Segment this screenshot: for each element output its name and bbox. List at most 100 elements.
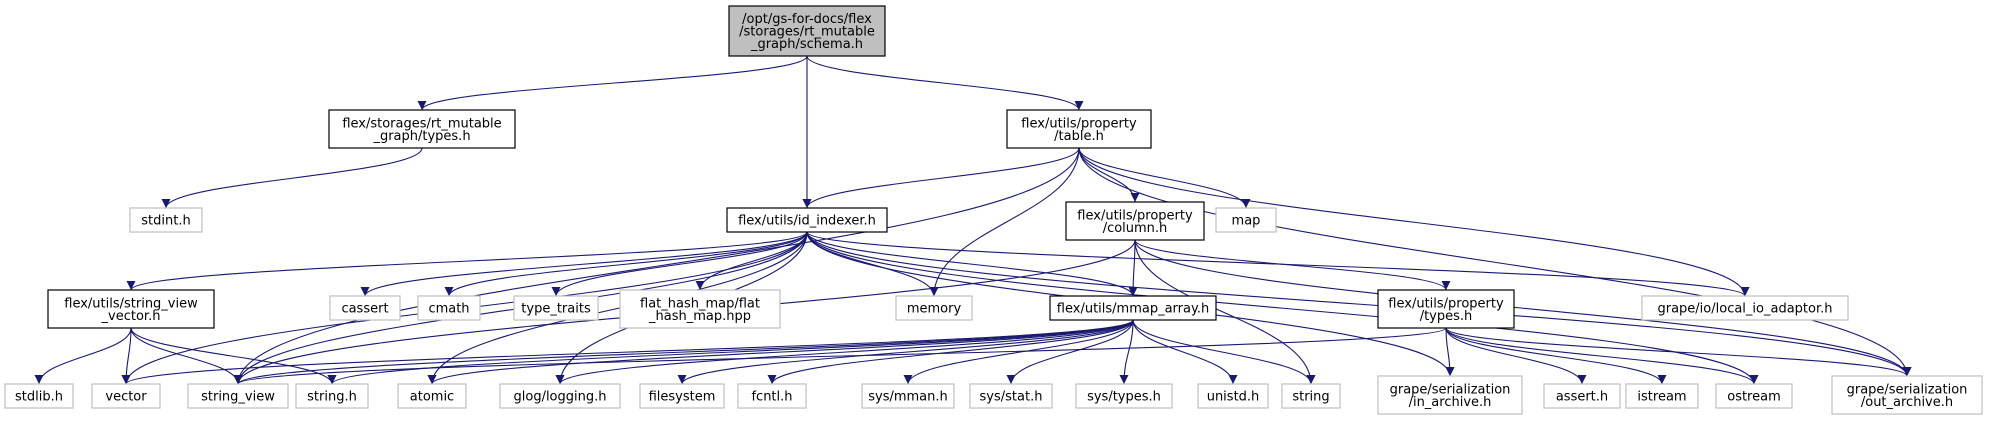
node-box bbox=[726, 207, 888, 233]
edge-line bbox=[1078, 147, 1140, 203]
edge-line bbox=[1132, 319, 1238, 385]
node-label-line: _graph/types.h bbox=[372, 129, 470, 144]
node-sysmman: sys/mman.h bbox=[861, 383, 955, 409]
edge-schema-to-types bbox=[417, 55, 808, 111]
node-label-line: sys/types.h bbox=[1087, 390, 1161, 405]
edge-mmap-to-systypes bbox=[1119, 319, 1134, 385]
node-types[interactable]: flex/storages/rt_mutable_graph/types.h bbox=[328, 109, 516, 149]
edge-line bbox=[1078, 147, 1750, 297]
node-box bbox=[1075, 383, 1173, 409]
node-localio: grape/io/local_io_adaptor.h bbox=[1641, 295, 1849, 321]
edge-line bbox=[1134, 239, 1912, 377]
node-fcntl: fcntl.h bbox=[737, 383, 807, 409]
node-box bbox=[1625, 383, 1699, 409]
edge-line bbox=[903, 319, 1134, 385]
edge-idindexer-to-flathash bbox=[695, 231, 808, 291]
edge-svv-to-stringview bbox=[130, 327, 243, 385]
node-label-line: /out_archive.h bbox=[1861, 395, 1953, 410]
node-svv[interactable]: flex/utils/string_view_vector.h bbox=[47, 289, 215, 329]
edge-idindexer-to-ostream bbox=[806, 231, 1759, 385]
node-mmap[interactable]: flex/utils/mmap_array.h bbox=[1049, 295, 1217, 321]
node-label-line: /in_archive.h bbox=[1409, 395, 1492, 410]
node-cassert: cassert bbox=[329, 295, 401, 321]
edge-line bbox=[427, 319, 1134, 385]
node-vector: vector bbox=[91, 383, 161, 409]
edge-line bbox=[360, 231, 808, 297]
node-label-line: flex/utils/string_view bbox=[64, 296, 198, 311]
node-label-line: flex/utils/id_indexer.h bbox=[738, 214, 876, 229]
edge-mmap-to-sysmman bbox=[903, 319, 1134, 385]
edge-ptypes-to-stringview bbox=[233, 327, 1447, 385]
node-box bbox=[91, 383, 161, 409]
node-label-line: _graph/schema.h bbox=[750, 37, 863, 52]
edge-mmap-to-unistd bbox=[1132, 319, 1238, 385]
node-label-line: grape/serialization bbox=[1390, 382, 1511, 397]
edge-mmap-to-stringh bbox=[327, 319, 1134, 385]
node-map: map bbox=[1215, 207, 1277, 233]
node-box bbox=[1831, 375, 1983, 415]
node-box bbox=[1543, 383, 1621, 409]
edge-line bbox=[233, 327, 1447, 385]
node-inarchive: grape/serialization/in_archive.h bbox=[1377, 375, 1523, 415]
node-cmath: cmath bbox=[417, 295, 481, 321]
node-label-line: _vector.h bbox=[101, 309, 161, 324]
node-label-line: /storages/rt_mutable bbox=[739, 25, 875, 40]
node-idindexer[interactable]: flex/utils/id_indexer.h bbox=[726, 207, 888, 233]
node-label-line: unistd.h bbox=[1207, 390, 1260, 405]
edge-ptypes-to-inarchive bbox=[1445, 327, 1455, 377]
edge-mmap-to-vector bbox=[121, 319, 1134, 385]
node-label-line: flex/utils/property bbox=[1021, 116, 1137, 131]
node-column[interactable]: flex/utils/property/column.h bbox=[1065, 201, 1205, 241]
edge-mmap-to-string bbox=[1132, 319, 1316, 385]
edge-line bbox=[1445, 327, 1759, 385]
node-stdlib: stdlib.h bbox=[4, 383, 74, 409]
edge-line bbox=[1006, 319, 1134, 385]
node-box bbox=[417, 295, 481, 321]
edge-column-to-outarchive bbox=[1134, 239, 1912, 377]
node-label-line: flex/utils/mmap_array.h bbox=[1057, 302, 1209, 317]
node-memory: memory bbox=[895, 295, 973, 321]
node-box bbox=[1377, 375, 1523, 415]
node-label-line: /table.h bbox=[1054, 129, 1104, 144]
node-typetraits: type_traits bbox=[513, 295, 599, 321]
node-box bbox=[513, 295, 599, 321]
edge-line bbox=[417, 55, 808, 111]
node-label-line: string_view bbox=[201, 390, 275, 405]
node-table[interactable]: flex/utils/property/table.h bbox=[1006, 109, 1152, 149]
node-filesystem: filesystem bbox=[639, 383, 725, 409]
edge-column-to-ptypes bbox=[1134, 239, 1451, 291]
node-box bbox=[1215, 207, 1277, 233]
node-label-line: /column.h bbox=[1103, 221, 1168, 236]
edge-line bbox=[444, 231, 808, 297]
node-box bbox=[1049, 295, 1217, 321]
edge-table-to-outarchive bbox=[1078, 147, 1912, 377]
edge-table-to-idindexer bbox=[802, 147, 1080, 209]
edge-line bbox=[695, 231, 808, 291]
edge-mmap-to-stringview bbox=[233, 319, 1134, 385]
edge-svv-to-stringh bbox=[130, 327, 337, 385]
node-label-line: ostream bbox=[1727, 390, 1781, 405]
edge-idindexer-to-cmath bbox=[444, 231, 808, 297]
edge-line bbox=[233, 319, 1134, 385]
node-stdint: stdint.h bbox=[129, 207, 203, 233]
edge-line bbox=[767, 319, 1134, 385]
node-unistd: unistd.h bbox=[1197, 383, 1269, 409]
edge-column-to-string bbox=[1134, 239, 1316, 385]
node-label-line: glog/logging.h bbox=[514, 390, 607, 405]
node-label-line: flex/utils/property bbox=[1077, 208, 1193, 223]
edge-line bbox=[806, 231, 1759, 385]
edge-line bbox=[1078, 147, 1912, 377]
edge-line bbox=[1134, 239, 1316, 385]
node-label-line: vector bbox=[105, 390, 147, 405]
node-label-line: memory bbox=[907, 302, 962, 317]
node-string: string bbox=[1281, 383, 1341, 409]
node-ptypes[interactable]: flex/utils/property/types.h bbox=[1377, 289, 1515, 329]
edge-ptypes-to-ostream bbox=[1445, 327, 1759, 385]
node-label-line: string bbox=[1292, 390, 1329, 405]
edge-line bbox=[1445, 327, 1455, 377]
node-box bbox=[728, 5, 886, 57]
edge-idindexer-to-typetraits bbox=[551, 231, 808, 297]
node-label-line: fcntl.h bbox=[751, 390, 792, 405]
node-box bbox=[499, 383, 621, 409]
node-ostream: ostream bbox=[1715, 383, 1793, 409]
